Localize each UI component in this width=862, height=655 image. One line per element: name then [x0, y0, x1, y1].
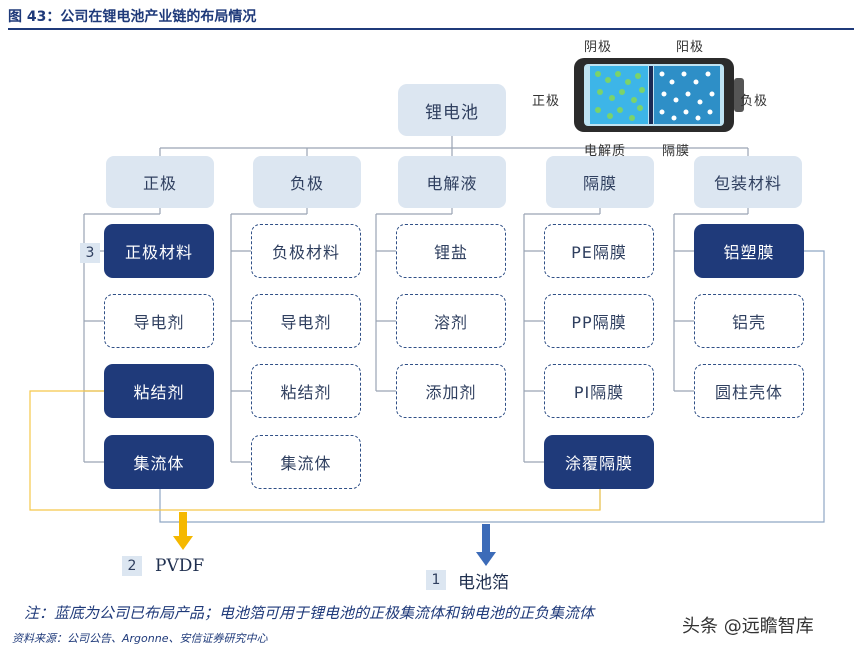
root-lithium-battery: 锂电池	[398, 84, 506, 136]
item-cathode-binder: 粘结剂	[104, 364, 214, 418]
category-cathode: 正极	[106, 156, 214, 208]
item-anode-conductive-agent: 导电剂	[251, 294, 361, 348]
battery-label-anode: 阳极	[676, 40, 705, 55]
marker-1: 1	[426, 570, 446, 590]
footnote: 注：蓝底为公司已布局产品；电池箔可用于锂电池的正极集流体和钠电池的正负集流体	[24, 604, 595, 622]
category-packaging: 包装材料	[694, 156, 802, 208]
item-anode-binder: 粘结剂	[251, 364, 361, 418]
battery-cell-graphic	[574, 58, 744, 132]
item-anode-material: 负极材料	[251, 224, 361, 278]
title-rule	[8, 28, 854, 30]
item-anode-current-collector: 集流体	[251, 435, 361, 489]
marker-3: 3	[80, 243, 100, 263]
item-lithium-salt: 锂盐	[396, 224, 506, 278]
watermark: 头条 @远瞻智库	[682, 616, 814, 637]
battery-label-cathode: 阴极	[584, 40, 613, 55]
foil-arrow	[476, 524, 496, 566]
figure-title: 图 43：公司在锂电池产业链的布局情况	[8, 9, 257, 25]
item-cylindrical-shell: 圆柱壳体	[694, 364, 804, 418]
item-additive: 添加剂	[396, 364, 506, 418]
item-cathode-material: 正极材料	[104, 224, 214, 278]
category-electrolyte: 电解液	[398, 156, 506, 208]
pvdf-label: PVDF	[155, 556, 205, 576]
battery-illustration	[560, 48, 750, 152]
battery-label-positive: 正极	[532, 94, 561, 109]
category-anode: 负极	[253, 156, 361, 208]
item-pi-separator: PI隔膜	[544, 364, 654, 418]
battery-label-negative: 负极	[740, 94, 769, 109]
item-aluminum-shell: 铝壳	[694, 294, 804, 348]
battery-foil-label: 电池箔	[458, 573, 509, 593]
item-pe-separator: PE隔膜	[544, 224, 654, 278]
source-line: 资料来源：公司公告、Argonne、安信证券研究中心	[12, 632, 268, 645]
item-aluminum-plastic-film: 铝塑膜	[694, 224, 804, 278]
category-separator: 隔膜	[546, 156, 654, 208]
item-cathode-current-collector: 集流体	[104, 435, 214, 489]
item-pp-separator: PP隔膜	[544, 294, 654, 348]
item-cathode-conductive-agent: 导电剂	[104, 294, 214, 348]
battery-label-separator: 隔膜	[662, 144, 691, 159]
marker-2: 2	[122, 556, 142, 576]
item-coated-separator: 涂覆隔膜	[544, 435, 654, 489]
battery-label-electrolyte: 电解质	[584, 144, 627, 159]
item-solvent: 溶剂	[396, 294, 506, 348]
pvdf-arrow	[173, 512, 193, 550]
